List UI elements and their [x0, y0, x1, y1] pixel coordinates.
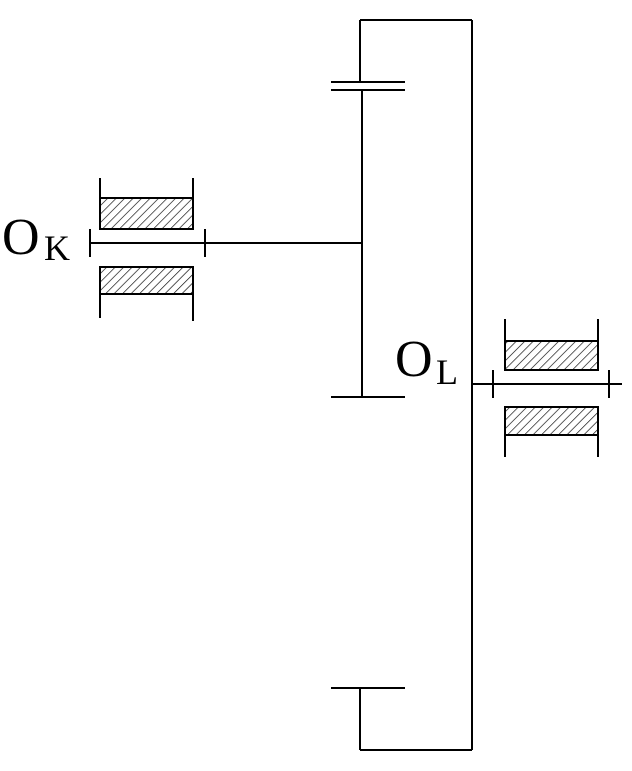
label-ok-subscript: K	[44, 228, 70, 268]
bearing-ol-top-hatch	[504, 340, 599, 371]
label-ok: O K	[2, 209, 70, 268]
shaft-ol	[472, 319, 622, 457]
label-ol-subscript: L	[436, 352, 458, 392]
label-ok-main: O	[2, 209, 40, 266]
bearing-ok-top-hatch	[99, 197, 194, 230]
shaft-ok	[89, 178, 362, 321]
label-ol-main: O	[395, 331, 433, 388]
bearing-ol-bottom-hatch	[504, 406, 599, 436]
bearing-ok-bottom-hatch	[99, 266, 194, 295]
bearing-ol	[504, 319, 599, 457]
label-ol: O L	[395, 331, 458, 392]
bearing-ok	[99, 178, 194, 321]
